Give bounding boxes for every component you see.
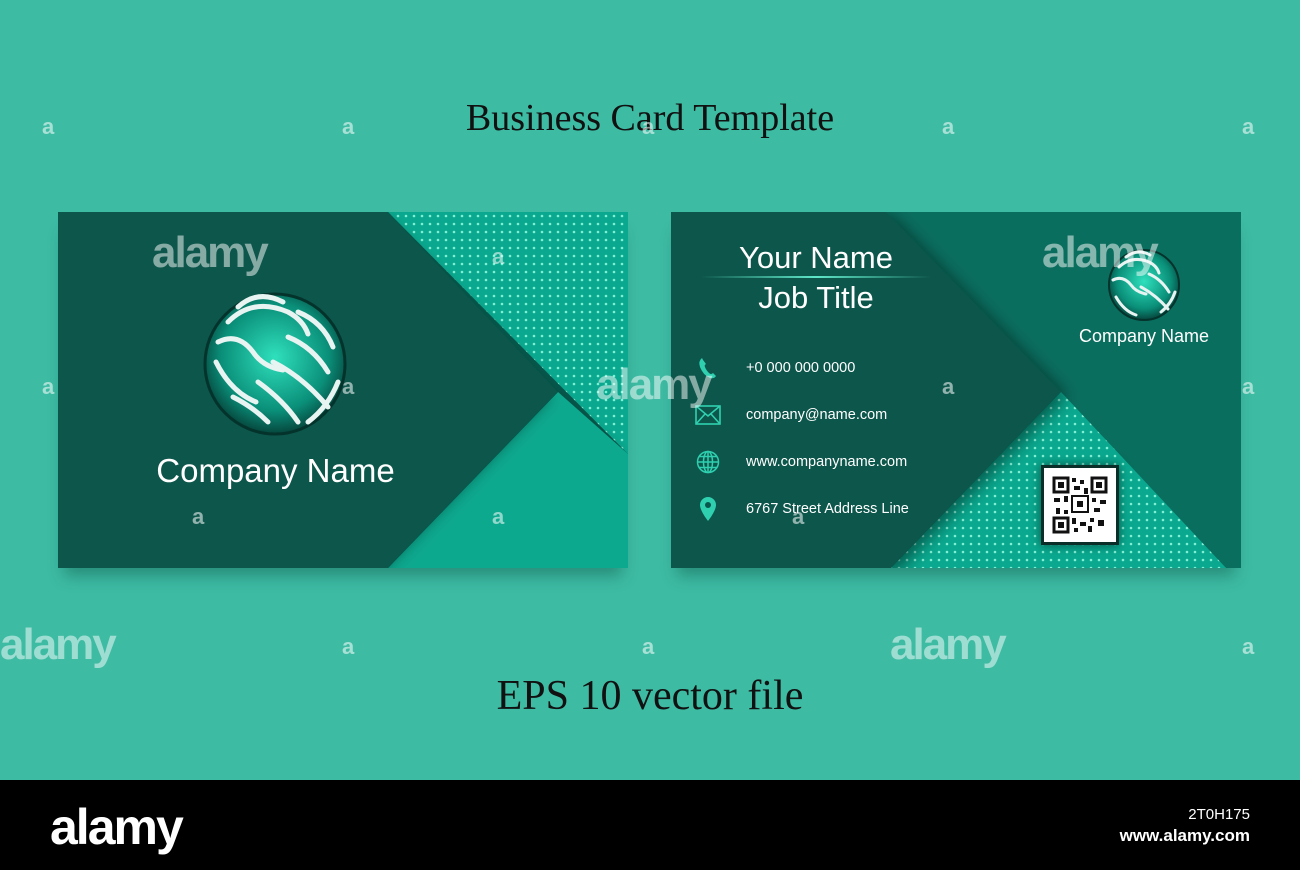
watermark-letter: a xyxy=(42,374,55,399)
footer-site-link[interactable]: www.alamy.com xyxy=(1119,826,1250,845)
page-title: Business Card Template xyxy=(465,97,835,139)
watermark-letter: a xyxy=(342,634,355,659)
footer-bar: alamy 2T0H175 www.alamy.com xyxy=(0,780,1300,870)
qr-code-icon xyxy=(1041,465,1119,545)
contact-email-text: company@name.com xyxy=(746,407,888,423)
watermark-letter: a xyxy=(42,114,55,139)
watermark-letter: a xyxy=(1242,374,1255,399)
globe-icon xyxy=(693,447,723,477)
globe-logo-small-icon xyxy=(1108,249,1180,321)
watermark-letter: a xyxy=(192,504,205,529)
card-holder-name: Your Name xyxy=(739,240,893,275)
card-front-background xyxy=(58,212,628,568)
footer-image-id: 2T0H175 xyxy=(1188,806,1250,823)
envelope-icon xyxy=(693,400,723,430)
watermark-letter: a xyxy=(942,374,955,399)
watermark-letter: a xyxy=(1242,114,1255,139)
watermark-letter: a xyxy=(942,114,955,139)
footer-logo: alamy xyxy=(50,799,184,855)
business-card-front: Company Name xyxy=(58,212,628,568)
phone-icon xyxy=(693,353,723,383)
watermark: alamy xyxy=(890,620,1007,669)
watermark-letter: a xyxy=(792,504,805,529)
watermark-letter: a xyxy=(342,374,355,399)
location-pin-icon xyxy=(693,494,723,524)
watermark-letter: a xyxy=(492,504,505,529)
watermark-letter: a xyxy=(642,634,655,659)
contact-phone-text: +0 000 000 0000 xyxy=(746,360,856,376)
contact-website-text: www.companyname.com xyxy=(746,454,908,470)
front-company-name: Company Name xyxy=(156,452,395,489)
page-subtitle: EPS 10 vector file xyxy=(496,673,804,719)
watermark-letter: a xyxy=(492,244,505,269)
business-card-back: Your Name Job Title Company Name +0 000 … xyxy=(671,212,1241,568)
watermark: alamy xyxy=(152,228,269,277)
contact-email: company@name.com xyxy=(693,400,887,430)
watermark-letter: a xyxy=(1242,634,1255,659)
card-holder-job-title: Job Title xyxy=(758,280,874,315)
contact-phone: +0 000 000 0000 xyxy=(693,353,855,383)
back-company-name: Company Name xyxy=(1078,326,1210,346)
watermark: alamy xyxy=(0,620,117,669)
watermark-letter: a xyxy=(342,114,355,139)
contact-address-text: 6767 Street Address Line xyxy=(746,501,909,517)
name-divider xyxy=(701,276,931,278)
watermark: alamy xyxy=(596,360,713,409)
globe-logo-icon xyxy=(203,292,347,436)
contact-website: www.companyname.com xyxy=(693,447,907,477)
watermark-letter: a xyxy=(642,114,655,139)
contact-address: 6767 Street Address Line xyxy=(693,494,909,524)
watermark: alamy xyxy=(1042,228,1159,277)
